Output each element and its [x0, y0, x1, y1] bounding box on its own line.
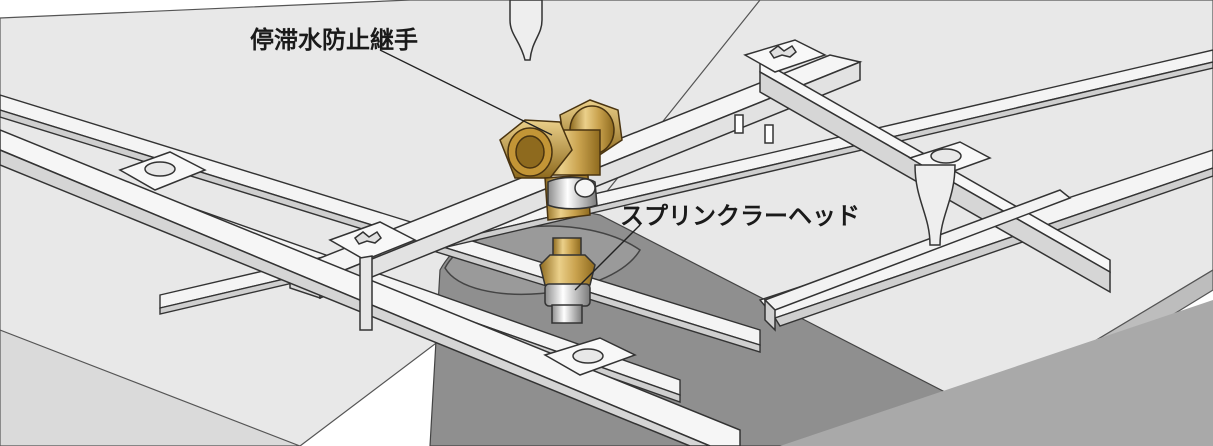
clamps [118, 39, 992, 376]
hanger-rods [509, 0, 774, 144]
fitting-label: 停滞水防止継手 [250, 26, 418, 54]
leader-sprinkler [574, 224, 641, 291]
sprinkler-label: スプリンクラーヘッド [620, 202, 860, 230]
leader-fitting [379, 49, 553, 136]
clamp-left [118, 151, 207, 191]
left-bar-face [0, 149, 711, 446]
clamp-bottom [543, 337, 637, 376]
bottom-band [780, 300, 1213, 446]
ceiling-board-bottom-left [0, 329, 301, 446]
hanger-top [509, 0, 543, 61]
sprinkler-head-icon [539, 237, 596, 324]
rail-lower-right-face [773, 167, 1213, 327]
clamp-top-right [743, 39, 827, 73]
clamp-right [908, 141, 992, 246]
brass-tee-fitting-icon [499, 99, 623, 221]
channel-lower-face [764, 298, 776, 332]
clamp-center [328, 221, 417, 331]
leader-lines [379, 49, 641, 291]
